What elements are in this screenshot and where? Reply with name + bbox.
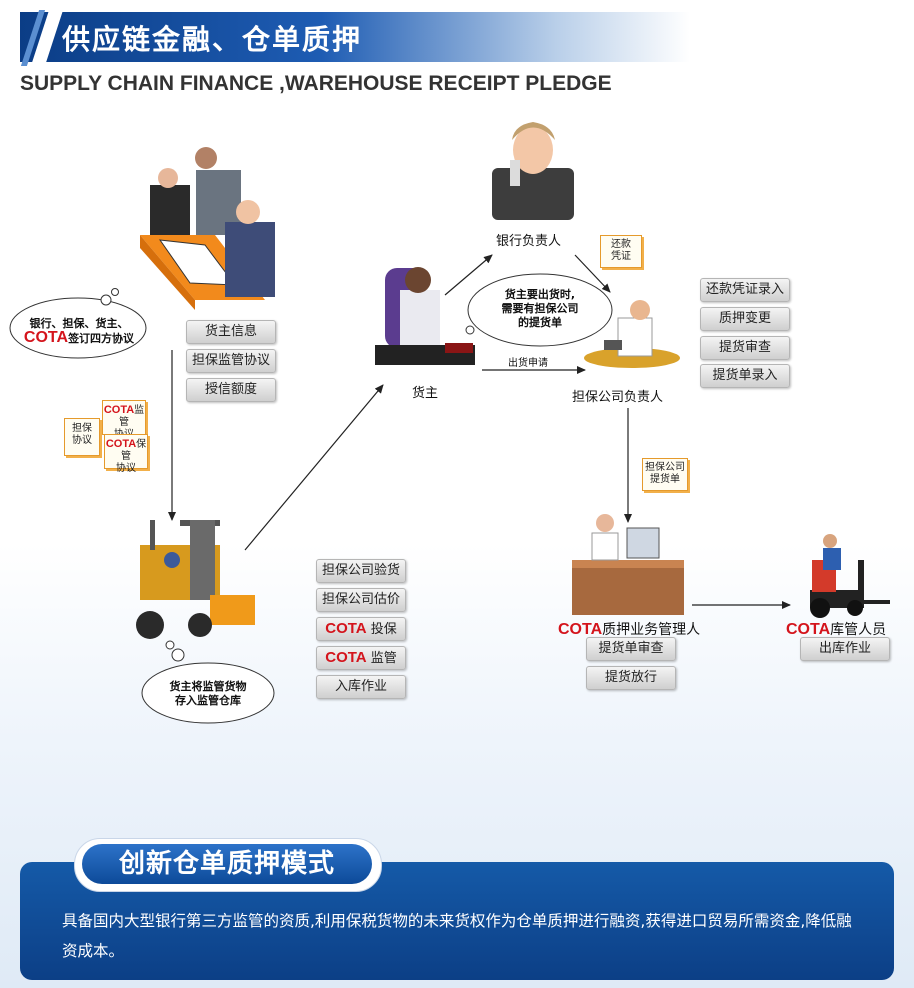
doc-cota-insurance-line1: 保管 [121, 439, 147, 462]
tag-guarantee-agreement: 担保监管协议 [186, 349, 276, 373]
guarantor-illustration [584, 300, 680, 368]
doc-guarantee-agreement: 担保 协议 [64, 418, 100, 456]
guarantor-label: 担保公司负责人 [572, 390, 664, 405]
pledge-manager-text: 质押业务管理人 [602, 622, 701, 638]
ship-request-label: 出货申请 [508, 358, 548, 369]
warehouse-cloud [141, 640, 275, 724]
doc-pickup-line1: 担保公司 [645, 462, 685, 473]
tag-cota-supervision: COTA 监管 [316, 646, 406, 670]
agreement-cloud-line2: 签订四方协议 [68, 332, 135, 345]
warehouse-cloud-line2: 存入监管仓库 [175, 694, 241, 707]
title-banner [20, 12, 690, 62]
tag-cota-insurance-cota: COTA [325, 620, 367, 637]
meeting-illustration [140, 147, 275, 310]
pill-title: 创新仓单质押模式 [118, 849, 335, 879]
tag-outbound: 出库作业 [800, 637, 890, 661]
doc-guarantee-line2: 协议 [72, 435, 92, 446]
agreement-cloud-cota: COTA [23, 329, 69, 346]
doc-cota-supervision-cota: COTA [103, 404, 135, 416]
agreement-cloud-text: 银行、担保、货主、 COTA签订四方协议 [15, 317, 143, 346]
arrow-owner-to-bank [444, 254, 493, 296]
owner-illustration [375, 267, 475, 365]
tag-pickup-review: 提货审查 [700, 336, 790, 360]
doc-cota-supervision-line1: 监管 [119, 405, 145, 428]
owner-label: 货主 [412, 386, 439, 401]
tag-pickup-entry: 提货单录入 [700, 364, 790, 388]
tag-cota-supervision-cota: COTA [325, 649, 367, 666]
owner-cloud-line3: 的提货单 [518, 316, 562, 329]
page-subtitle: SUPPLY CHAIN FINANCE ,WAREHOUSE RECEIPT … [20, 72, 612, 95]
doc-repayment-voucher: 还款 凭证 [600, 235, 642, 268]
tag-repayment-entry: 还款凭证录入 [700, 278, 790, 302]
store-keeper-cota: COTA [786, 621, 831, 638]
owner-cloud-text: 货主要出货时, 需要有担保公司 的提货单 [478, 288, 602, 330]
doc-cota-insurance-agreement: COTA保管 协议 [104, 434, 148, 474]
tag-release: 提货放行 [586, 666, 676, 690]
owner-cloud-line1: 货主要出货时, [504, 288, 576, 301]
tag-cota-insurance-text: 投保 [366, 622, 397, 637]
bank-manager-label: 银行负责人 [496, 234, 562, 249]
doc-guarantor-pickup: 担保公司 提货单 [642, 458, 688, 491]
storekeeper-forklift-illustration [810, 534, 890, 618]
pill-background [82, 844, 372, 884]
pledge-manager-label: COTA质押业务管理人 [558, 619, 700, 639]
agreement-cloud [9, 288, 147, 359]
forklift-illustration [136, 520, 255, 639]
doc-pickup-line2: 提货单 [650, 474, 680, 485]
warehouse-cloud-line1: 货主将监管货物 [169, 680, 247, 693]
tag-inspection: 担保公司验货 [316, 559, 406, 583]
tag-cota-insurance: COTA 投保 [316, 617, 406, 641]
pledge-manager-illustration [572, 514, 684, 615]
owner-cloud-line2: 需要有担保公司 [501, 302, 579, 315]
doc-repayment-line1: 还款 [611, 239, 631, 250]
tag-pickup-check: 提货单审查 [586, 637, 676, 661]
doc-cota-insurance-line2: 协议 [116, 463, 136, 474]
doc-cota-insurance-cota: COTA [105, 438, 137, 450]
doc-cota-supervision-agreement: COTA监管 协议 [102, 400, 146, 440]
tag-cota-supervision-text: 监管 [366, 651, 397, 666]
store-keeper-label: COTA库管人员 [786, 619, 886, 639]
pledge-manager-cota: COTA [558, 621, 603, 638]
tag-pledge-change: 质押变更 [700, 307, 790, 331]
tag-inbound: 入库作业 [316, 675, 406, 699]
page-title: 供应链金融、仓单质押 [62, 23, 363, 56]
panel-description: 具备国内大型银行第三方监管的资质,利用保税货物的未来货权作为仓单质押进行融资,获… [62, 912, 852, 960]
tag-credit-limit: 授信额度 [186, 378, 276, 402]
arrow-forklift-to-owner [244, 384, 384, 551]
doc-guarantee-line1: 担保 [72, 423, 92, 434]
owner-cloud [465, 273, 613, 347]
doc-repayment-line2: 凭证 [611, 251, 631, 262]
arrow-bank-to-guarantor [574, 254, 611, 293]
tag-owner-info: 货主信息 [186, 320, 276, 344]
tag-valuation: 担保公司估价 [316, 588, 406, 612]
store-keeper-text: 库管人员 [830, 622, 887, 638]
warehouse-cloud-text: 货主将监管货物 存入监管仓库 [152, 680, 264, 708]
bank-manager-illustration [492, 122, 574, 220]
agreement-cloud-line1: 银行、担保、货主、 [29, 317, 129, 330]
